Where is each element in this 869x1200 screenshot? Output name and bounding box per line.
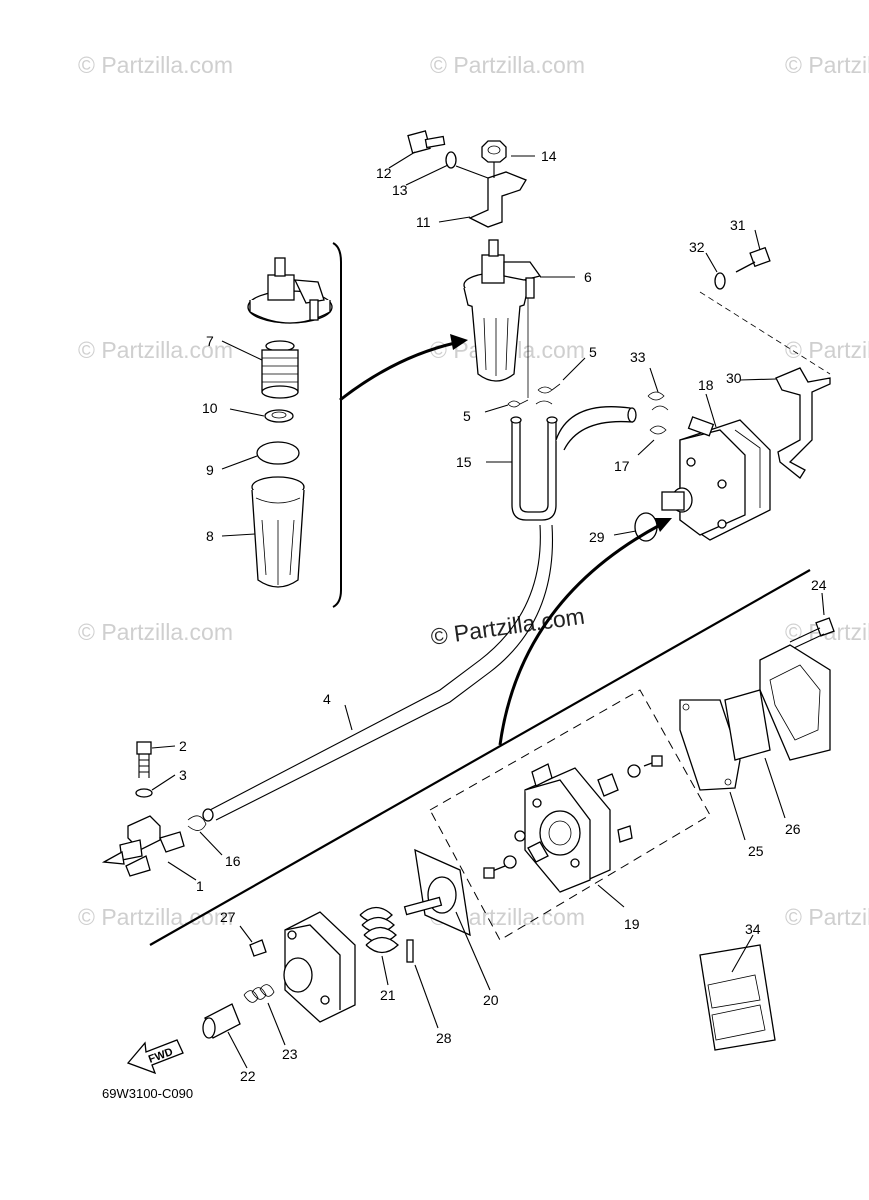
inset-bracket xyxy=(332,242,342,608)
watermark-text: © Partzilla.com xyxy=(78,52,233,78)
label-tag xyxy=(699,934,776,1051)
fuel-hose-u xyxy=(202,406,637,822)
watermark-text: © Partzilla.com xyxy=(785,904,869,930)
plate-leader xyxy=(729,791,746,841)
callout-18: 18 xyxy=(698,377,714,393)
pump-bracket xyxy=(775,367,831,479)
callout-32: 32 xyxy=(689,239,705,255)
pump-arrow-head xyxy=(654,518,672,532)
bracket-assembly xyxy=(388,130,535,228)
callout-labels: 1 2 3 4 5 5 6 7 8 9 10 11 12 13 14 15 16… xyxy=(179,148,827,1084)
diaphragm-plate xyxy=(679,699,741,791)
filter-element xyxy=(261,340,299,399)
callout-21: 21 xyxy=(380,987,396,1003)
diagram-code: 69W3100-C090 xyxy=(102,1086,193,1101)
callout-31: 31 xyxy=(730,217,746,233)
callout-11: 11 xyxy=(416,214,431,230)
spring-small xyxy=(243,984,286,1046)
filter-inset xyxy=(221,242,342,608)
watermark-text: © Partzilla.com xyxy=(78,619,233,645)
tube-leader xyxy=(344,704,353,731)
callout-20: 20 xyxy=(483,992,499,1008)
watermark-text: © Partzilla.com xyxy=(430,52,585,78)
callout-6: 6 xyxy=(584,269,592,285)
callout-15: 15 xyxy=(456,454,472,470)
callout-8: 8 xyxy=(206,528,214,544)
callout-24: 24 xyxy=(811,577,827,593)
filter-head xyxy=(247,257,333,324)
cover-leader xyxy=(764,757,786,819)
pump-arrow xyxy=(498,523,661,746)
watermark-text: © Partzilla.com xyxy=(78,337,233,363)
callout-10: 10 xyxy=(202,400,218,416)
pin xyxy=(406,939,439,1029)
callout-27: 27 xyxy=(220,909,236,925)
inset-arrow-head xyxy=(450,334,468,350)
callout-3: 3 xyxy=(179,767,187,783)
callout-28: 28 xyxy=(436,1030,452,1046)
pump-body xyxy=(483,755,663,893)
callout-25: 25 xyxy=(748,843,764,859)
fwd-label: FWD xyxy=(147,1046,175,1066)
check-valve-cover xyxy=(724,644,831,761)
callout-1: 1 xyxy=(196,878,204,894)
inset-arrow xyxy=(339,341,456,402)
callout-4: 4 xyxy=(323,691,331,707)
callout-30: 30 xyxy=(726,370,742,386)
callout-14: 14 xyxy=(541,148,557,164)
filter-nut xyxy=(264,409,294,423)
callout-26: 26 xyxy=(785,821,801,837)
spring-large xyxy=(359,906,399,986)
callout-22: 22 xyxy=(240,1068,256,1084)
hose-clips xyxy=(484,298,586,413)
pump-cover xyxy=(239,911,356,1023)
callout-9: 9 xyxy=(206,462,214,478)
filter-cup xyxy=(251,476,305,588)
callout-7: 7 xyxy=(206,333,214,349)
callout-17: 17 xyxy=(614,458,630,474)
callout-13: 13 xyxy=(392,182,408,198)
fwd-arrow: FWD xyxy=(126,1039,184,1075)
callout-23: 23 xyxy=(282,1046,298,1062)
callout-5a: 5 xyxy=(589,344,597,360)
plunger xyxy=(202,1003,248,1069)
pump-clips xyxy=(637,367,669,456)
callout-34: 34 xyxy=(745,921,761,937)
kit-dashed-box xyxy=(429,689,711,941)
fuel-joint xyxy=(101,741,223,881)
callout-33: 33 xyxy=(630,349,646,365)
watermark-text: © Partzilla.com xyxy=(78,904,233,930)
section-line xyxy=(149,569,811,946)
watermark-text: © Partzilla.com xyxy=(785,52,869,78)
diaphragm xyxy=(403,848,491,991)
fuel-filter-assembled xyxy=(463,239,575,382)
callout-19: 19 xyxy=(624,916,640,932)
callout-5b: 5 xyxy=(463,408,471,424)
cover-screw xyxy=(789,592,835,649)
kit-leader xyxy=(597,884,625,908)
pump-bolt xyxy=(735,229,771,273)
callout-12: 12 xyxy=(376,165,392,181)
pump-bolt-leader xyxy=(699,291,831,375)
watermark-main: © Partzilla.com xyxy=(429,603,586,650)
fuel-pump-assembled xyxy=(661,378,777,541)
callout-29: 29 xyxy=(589,529,605,545)
watermark-text: © Partzilla.com xyxy=(785,337,869,363)
pump-washer xyxy=(714,272,726,290)
callout-16: 16 xyxy=(225,853,241,869)
callout-2: 2 xyxy=(179,738,187,754)
filter-o-ring xyxy=(256,441,300,465)
